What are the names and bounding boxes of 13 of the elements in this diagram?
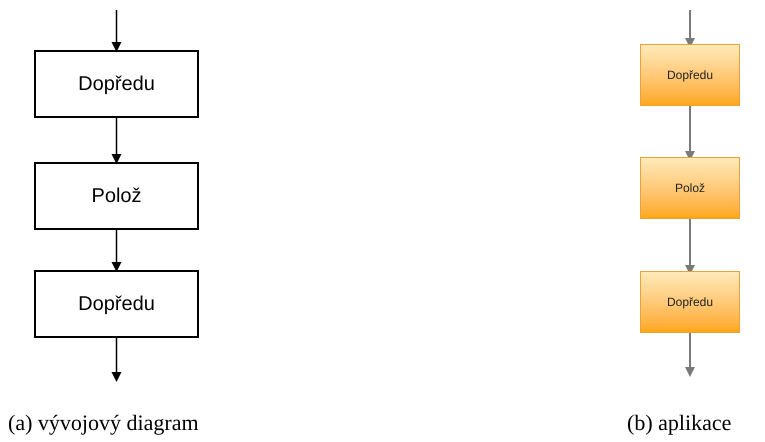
- arrow: [112, 10, 122, 52]
- arrow: [685, 333, 695, 377]
- block-box: Dopředu: [640, 271, 740, 333]
- block-box: Dopředu: [640, 44, 740, 106]
- arrow: [112, 230, 122, 272]
- process-box: Dopředu: [34, 270, 199, 338]
- block-box: Polož: [640, 157, 740, 219]
- caption: (b) aplikace: [627, 410, 732, 436]
- process-box: Polož: [34, 162, 199, 230]
- process-box: Dopředu: [34, 50, 199, 118]
- arrow: [112, 118, 122, 164]
- caption: (a) vývojový diagram: [8, 410, 199, 436]
- arrow: [112, 338, 122, 382]
